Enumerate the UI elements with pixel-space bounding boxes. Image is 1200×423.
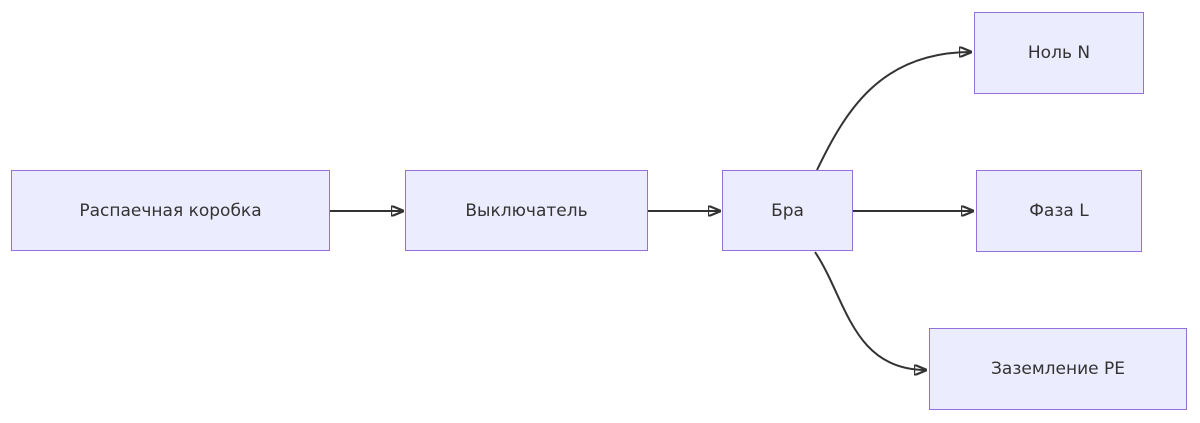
node-sconce: Бра [722,170,853,251]
edge-sconce-to-neutral [816,52,971,171]
node-junction-box-label: Распаечная коробка [79,200,262,221]
node-phase-l: Фаза L [976,170,1142,252]
node-switch: Выключатель [405,170,648,251]
node-ground-pe-label: Заземление PE [991,359,1125,379]
node-neutral-n-label: Ноль N [1027,43,1091,63]
node-phase-l-label: Фаза L [1029,201,1089,221]
node-switch-label: Выключатель [465,200,588,221]
node-junction-box: Распаечная коробка [11,170,330,251]
edge-sconce-to-ground [814,251,926,370]
node-sconce-label: Бра [771,200,804,221]
node-neutral-n: Ноль N [974,12,1144,94]
node-ground-pe: Заземление PE [929,328,1187,410]
